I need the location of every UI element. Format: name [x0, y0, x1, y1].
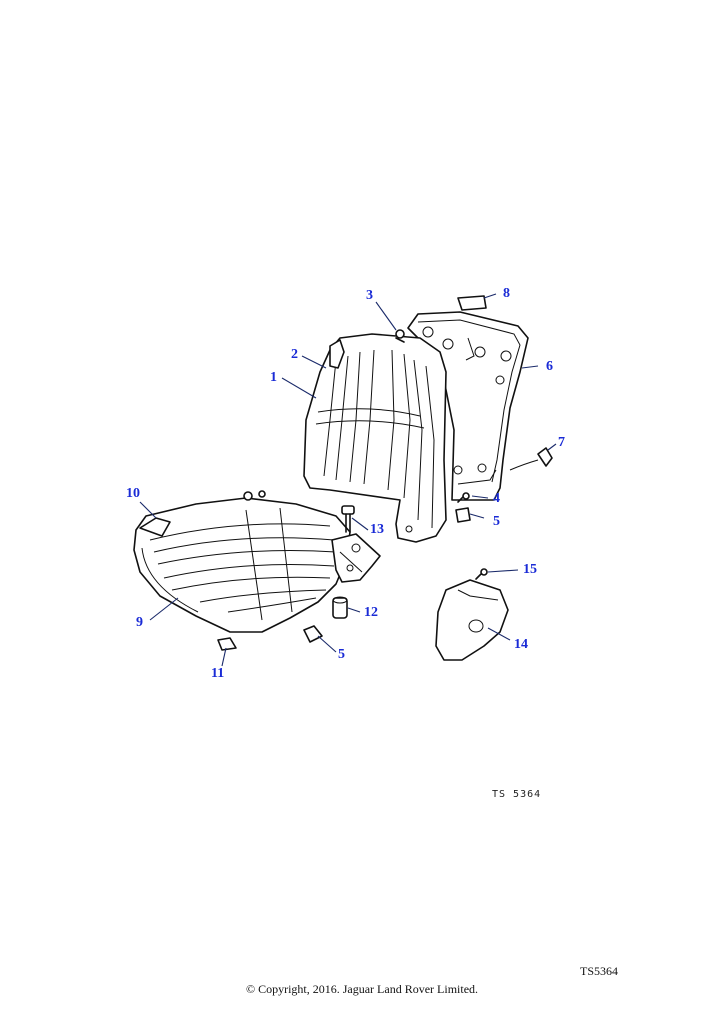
backrest-cushion [303, 333, 447, 543]
backrest-frame [407, 311, 529, 501]
callout-7: 7 [558, 435, 565, 450]
corner-reference: TS5364 [580, 964, 619, 978]
figure-reference: TS 5364 [492, 789, 542, 800]
bolt [341, 505, 355, 533]
callout-8: 8 [503, 286, 510, 301]
callout-6: 6 [546, 359, 553, 374]
callout-4: 4 [493, 491, 500, 506]
callout-11: 11 [211, 666, 225, 681]
callout-2: 2 [291, 347, 298, 362]
clip [217, 637, 237, 651]
screw [457, 492, 470, 503]
clip [455, 507, 471, 523]
headrest-cap [457, 295, 487, 311]
screw [475, 568, 488, 580]
leader-lines [139, 293, 557, 667]
clip [303, 625, 323, 643]
callout-9: 9 [136, 615, 143, 630]
callout-13: 13 [370, 522, 384, 537]
seat-hinge-bracket [331, 533, 381, 583]
callout-10: 10 [126, 486, 140, 501]
screw [395, 329, 405, 343]
trim-cover [435, 579, 509, 661]
callout-1: 1 [270, 370, 277, 385]
callout-3: 3 [366, 288, 373, 303]
clip [329, 339, 345, 369]
callout-12: 12 [364, 605, 378, 620]
push-fastener [509, 447, 553, 471]
seat-cushion [133, 490, 351, 633]
callout-14: 14 [514, 637, 528, 652]
callout-15: 15 [523, 562, 537, 577]
callout-5-lower: 5 [338, 647, 345, 662]
bush [332, 596, 348, 619]
copyright-notice: © Copyright, 2016. Jaguar Land Rover Lim… [245, 982, 479, 996]
callout-5-upper: 5 [493, 514, 500, 529]
cover [139, 517, 171, 537]
